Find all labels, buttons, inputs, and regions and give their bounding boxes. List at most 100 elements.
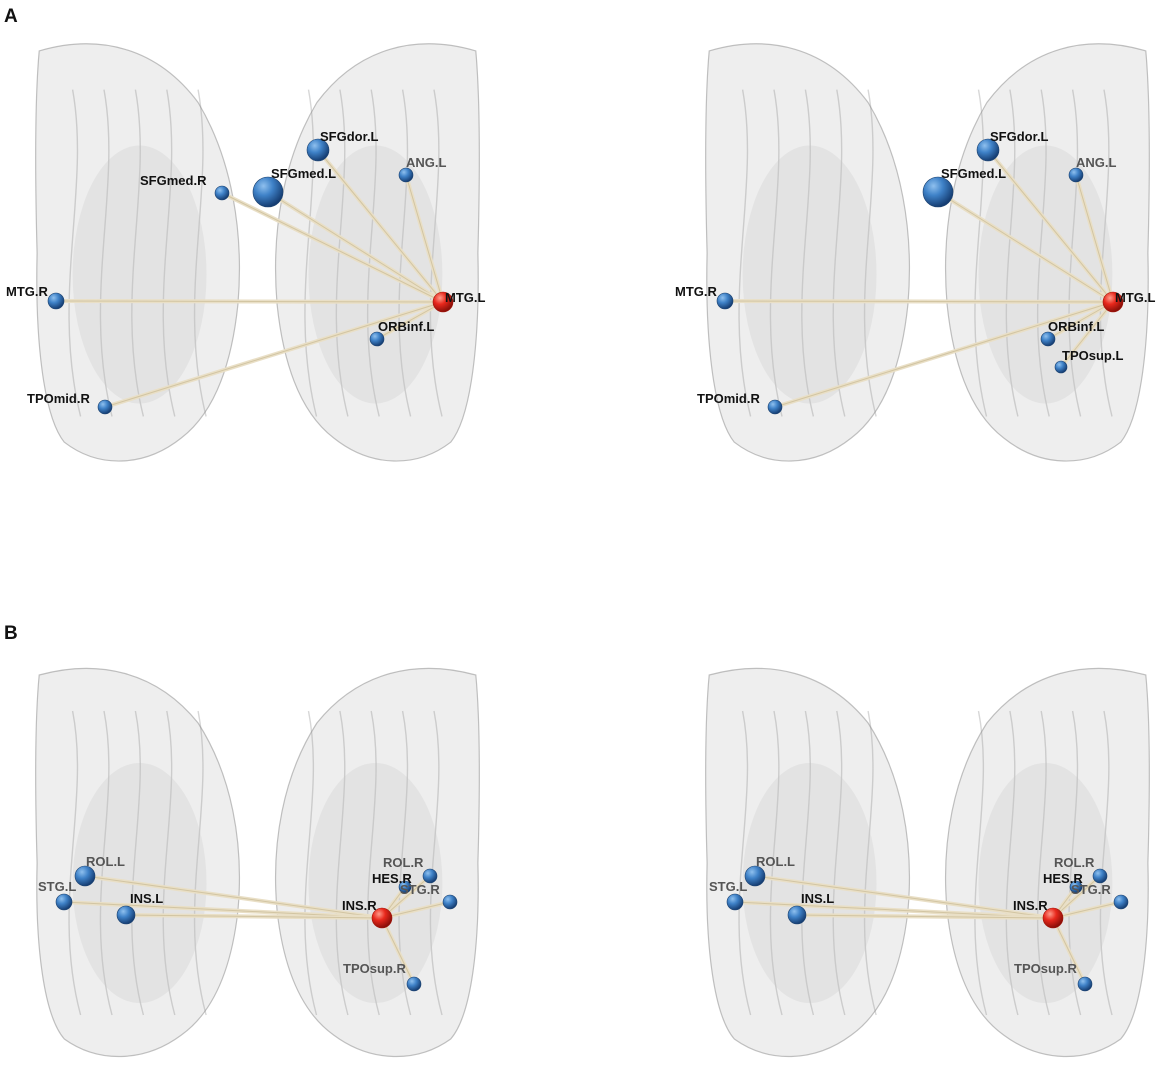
brain-fold [193, 89, 207, 417]
edge-shadow [221, 192, 444, 303]
network-node [976, 138, 1000, 162]
brain-fold [1099, 89, 1113, 417]
brain-fold [801, 89, 815, 417]
edge-shadow [317, 149, 444, 303]
node-label-ORBinf.L: ORBinf.L [378, 319, 434, 334]
brain-fold [162, 710, 176, 1016]
node-label-TPOmid.R: TPOmid.R [697, 391, 760, 406]
network-node [406, 976, 422, 992]
network-node [369, 331, 385, 347]
brain-shade [308, 145, 443, 404]
brain-fold [974, 710, 988, 1016]
brain-fold [769, 89, 783, 417]
node-label-SFGdor.L: SFGdor.L [990, 129, 1049, 144]
hub-node [1042, 907, 1064, 929]
edge-shadow [734, 901, 1054, 919]
brain-shade [308, 763, 443, 1003]
edge-shadow [405, 174, 444, 303]
brain-fold [1036, 710, 1050, 1016]
network-nodes [47, 138, 1129, 992]
brain-fold [335, 710, 349, 1016]
network-node [716, 292, 734, 310]
node-label-TPOmid.R: TPOmid.R [27, 391, 90, 406]
brain-fold [99, 710, 113, 1016]
brain-fold [801, 710, 815, 1016]
edge-shadow [937, 191, 1114, 303]
brain-fold [1068, 89, 1082, 417]
node-label-SFGmed.L: SFGmed.L [271, 166, 336, 181]
edge-shadow [1052, 875, 1101, 919]
edge-shadow [774, 301, 1114, 408]
brain-fold [366, 710, 380, 1016]
network-node [214, 185, 230, 201]
brain-fold [1068, 710, 1082, 1016]
node-label-ROL.R: ROL.R [1054, 855, 1095, 870]
hub-node [371, 907, 393, 929]
edge-shadow [987, 149, 1114, 303]
network-node [1069, 880, 1083, 894]
edge-shadow [104, 301, 444, 408]
brain-fold [366, 89, 380, 417]
node-label-ORBinf.L: ORBinf.L [1048, 319, 1104, 334]
brain-shade [742, 145, 877, 404]
panel-label-b: B [4, 623, 18, 644]
edge-shadow [267, 191, 444, 303]
network-node [1077, 976, 1093, 992]
node-label-INS.L: INS.L [801, 891, 834, 906]
node-label-STG.L: STG.L [709, 879, 747, 894]
network-node [767, 399, 783, 415]
network-node [744, 865, 766, 887]
edge-shadow [381, 875, 431, 919]
network-node [116, 905, 136, 925]
edge-shadow [1060, 301, 1114, 368]
node-label-HES.R: HES.R [1043, 871, 1083, 886]
brain-hemisphere-left [35, 667, 240, 1058]
edge-shadow [84, 875, 383, 919]
brain-fold [162, 89, 176, 417]
node-label-SFGmed.L: SFGmed.L [941, 166, 1006, 181]
brain-shade [72, 145, 207, 404]
brain-fold [398, 89, 412, 417]
edge-shadow [1047, 301, 1114, 340]
edge-shadow [1052, 901, 1122, 919]
edge-shadow [1075, 174, 1114, 303]
brain-fold [429, 89, 443, 417]
edge-shadow [381, 917, 415, 985]
node-label-MTG.R: MTG.R [6, 284, 48, 299]
edge-shadow [754, 875, 1054, 919]
network-node [1113, 894, 1129, 910]
brain-fold [1005, 710, 1019, 1016]
network-node [74, 865, 96, 887]
panel-label-a: A [4, 6, 18, 27]
network-node [252, 176, 284, 208]
node-label-SFGdor.L: SFGdor.L [320, 129, 379, 144]
brain-fold [1099, 710, 1113, 1016]
network-node [1040, 331, 1056, 347]
brain-shade [978, 145, 1113, 404]
network-node [1092, 868, 1108, 884]
network-node [442, 894, 458, 910]
network-node [422, 868, 438, 884]
edge-shadow [63, 901, 383, 919]
brain-fold [335, 89, 349, 417]
node-label-ANG.L: ANG.L [406, 155, 447, 170]
network-node [1068, 167, 1084, 183]
network-node [726, 893, 744, 911]
brain-fold [832, 710, 846, 1016]
edge-shadow [796, 914, 1054, 919]
brain-fold [863, 89, 877, 417]
hub-node [1102, 291, 1124, 313]
node-label-MTG.R: MTG.R [675, 284, 717, 299]
network-node [398, 880, 412, 894]
brain-fold [99, 89, 113, 417]
network-node [306, 138, 330, 162]
brain-fold [832, 89, 846, 417]
brain-fold [68, 89, 82, 417]
node-label-HES.R: HES.R [372, 871, 412, 886]
node-label-TPOsup.L: TPOsup.L [1062, 348, 1123, 363]
brain-fold [1005, 89, 1019, 417]
brain-hemisphere-right [275, 667, 480, 1058]
brain-fold [131, 89, 145, 417]
brain-fold [131, 710, 145, 1016]
